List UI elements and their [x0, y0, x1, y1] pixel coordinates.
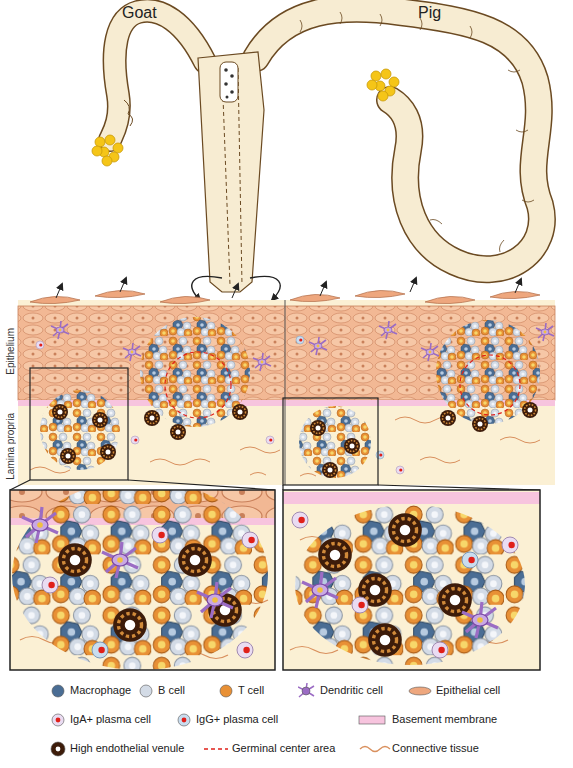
swatch-shape	[140, 685, 152, 697]
zoom-frames	[10, 368, 540, 490]
legend-swatch	[408, 683, 436, 699]
tissue-layer-band: Lamina propria	[2, 406, 18, 486]
legend-text: High endothelial venule	[70, 742, 184, 754]
swatch-arms	[298, 683, 314, 697]
legend-text: Epithelial cell	[436, 684, 500, 696]
species-label: Goat	[122, 4, 157, 22]
plasma-cells	[36, 336, 404, 474]
goat-ovary	[92, 135, 123, 166]
legend-swatch	[358, 712, 386, 728]
goat-uterine-horn	[110, 11, 205, 140]
pig-zoom-frame	[283, 490, 540, 670]
legend-text: B cell	[158, 684, 185, 696]
layer-label: Epithelium	[5, 328, 16, 375]
swatch-shape	[52, 685, 64, 697]
species-label: Pig	[418, 4, 441, 22]
swatch-shape	[302, 687, 310, 695]
legend-text: IgA+ plasma cell	[70, 713, 151, 725]
swatch-shape	[178, 714, 190, 726]
legend-text: Macrophage	[70, 684, 131, 696]
goat-zoom-frame	[10, 490, 275, 670]
legend-text: IgG+ plasma cell	[196, 713, 278, 725]
germinal-center-sample	[204, 748, 228, 750]
swatch-shape	[52, 714, 64, 726]
tissue-layer-band: Epithelium	[2, 302, 18, 400]
legend-text: Germinal center area	[232, 742, 335, 754]
species-divider	[285, 300, 286, 485]
legend-text: T cell	[238, 684, 264, 696]
legend-text: Basement membrane	[392, 713, 497, 725]
section-arrows	[192, 277, 280, 300]
secretion-arrows	[56, 278, 521, 298]
swatch-shape	[220, 685, 232, 697]
swatch-nucleus	[56, 718, 61, 723]
dendritic-cells	[51, 321, 554, 371]
legend-text: Connective tissue	[392, 742, 479, 754]
pig-ovary	[367, 69, 399, 101]
swatch-shape	[409, 687, 431, 695]
germinal-centers	[165, 352, 520, 418]
swatch-nucleus	[56, 747, 61, 752]
layer-label: Lamina propria	[5, 413, 16, 480]
goat-zoom-panel	[10, 490, 275, 670]
lamina-propria-band	[18, 300, 555, 485]
uterine-body	[198, 52, 264, 292]
swatch-shape	[51, 742, 65, 756]
pig-zoom-panel	[283, 490, 540, 670]
swatch-nucleus	[182, 718, 187, 723]
pig-uterine-horn	[256, 9, 542, 269]
connective-tissue-sample	[360, 747, 390, 752]
swatch-shape	[359, 716, 385, 724]
legend-text: Dendritic cell	[320, 684, 383, 696]
high-endothelial-venules	[52, 402, 538, 478]
